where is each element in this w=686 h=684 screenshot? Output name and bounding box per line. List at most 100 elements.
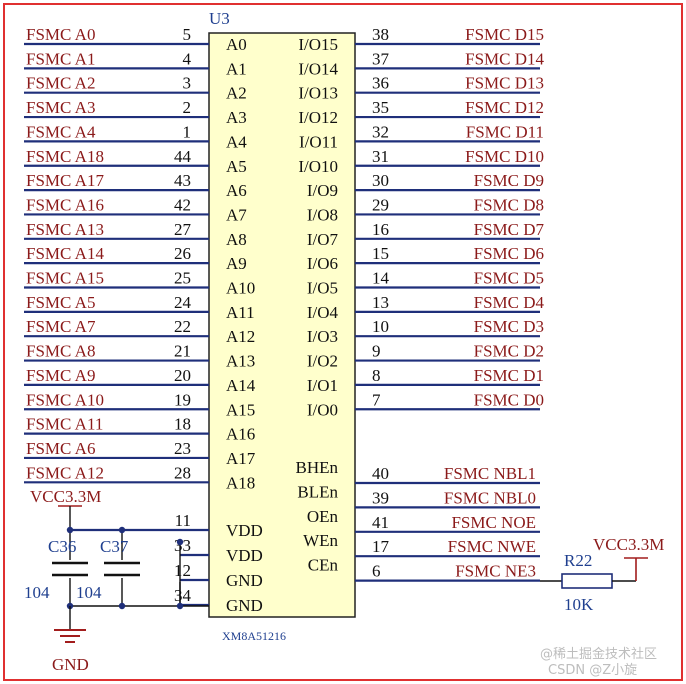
net-label: FSMC NBL1 [444, 464, 536, 483]
pin-number: 22 [174, 317, 191, 336]
pin-number: 32 [372, 122, 389, 141]
pin-name: BLEn [297, 482, 338, 501]
net-label: FSMC D1 [474, 366, 544, 385]
pin-name: A1 [226, 59, 247, 78]
pin-number: 5 [183, 25, 192, 44]
net-label: FSMC A6 [26, 439, 95, 458]
pin-name: WEn [303, 531, 338, 550]
net-label: FSMC NE3 [455, 562, 536, 581]
chip-body [208, 32, 356, 618]
pin-number: 27 [174, 220, 192, 239]
pin-name: A9 [226, 254, 247, 273]
pin-number: 23 [174, 439, 191, 458]
net-label: FSMC NBL0 [444, 488, 536, 507]
pin-name: A8 [226, 230, 247, 249]
pin-number: 44 [174, 147, 192, 166]
pin-number: 21 [174, 342, 191, 361]
pin-name: OEn [307, 507, 339, 526]
pin-number: 20 [174, 366, 191, 385]
junction-dot [176, 538, 184, 546]
net-label: FSMC A7 [26, 317, 96, 336]
net-label: FSMC D8 [474, 195, 544, 214]
pin-number: 4 [183, 49, 192, 68]
net-label: FSMC A3 [26, 98, 95, 117]
pin-number: 25 [174, 269, 191, 288]
net-label: FSMC D2 [474, 342, 544, 361]
pin-number: 19 [174, 390, 191, 409]
pin-number: 15 [372, 244, 389, 263]
c36-value: 104 [24, 583, 50, 602]
pin-name: A11 [226, 303, 255, 322]
net-label: FSMC A17 [26, 171, 104, 190]
pin-number: 12 [174, 561, 191, 580]
net-label: FSMC A2 [26, 74, 95, 93]
net-label: FSMC D6 [474, 244, 544, 263]
pin-name: A2 [226, 84, 247, 103]
pin-name: I/O4 [307, 303, 339, 322]
pin-name: A0 [226, 35, 247, 54]
net-label: FSMC D15 [465, 25, 544, 44]
net-label: FSMC D4 [474, 293, 545, 312]
pin-name: VDD [226, 546, 263, 565]
pin-number: 14 [372, 269, 390, 288]
pin-number: 36 [372, 74, 389, 93]
chip-designator: U3 [209, 9, 230, 28]
pin-name: A10 [226, 279, 255, 298]
pin-name: A3 [226, 108, 247, 127]
pin-name: I/O3 [307, 327, 338, 346]
net-label: FSMC D14 [465, 49, 544, 68]
chip-part-number: XM8A51216 [222, 629, 286, 643]
pin-number: 33 [174, 536, 191, 555]
pin-number: 9 [372, 342, 381, 361]
pin-name: I/O7 [307, 230, 339, 249]
net-label: FSMC D7 [474, 220, 545, 239]
pin-name: I/O11 [299, 132, 338, 151]
pin-name: I/O14 [298, 59, 338, 78]
decoupling-network: VCC3.3M C36 C37 104 104 GND [24, 487, 209, 674]
pin-name: A5 [226, 157, 247, 176]
c37-gap [112, 560, 134, 578]
pin-name: A7 [226, 205, 247, 224]
ce-pullup: VCC3.3M R22 10K [540, 535, 664, 614]
net-label: FSMC A16 [26, 195, 104, 214]
pin-name: I/O5 [307, 279, 338, 298]
pin-name: I/O8 [307, 205, 338, 224]
c37-ref: C37 [100, 537, 129, 556]
net-label: FSMC A12 [26, 463, 104, 482]
r22-body [561, 573, 613, 589]
pin-name: A18 [226, 473, 255, 492]
pin-name: I/O13 [298, 84, 338, 103]
sheet-border [3, 3, 683, 681]
pin-number: 39 [372, 488, 389, 507]
pin-name: A12 [226, 327, 255, 346]
pin-name: I/O1 [307, 376, 338, 395]
pin-name: I/O9 [307, 181, 338, 200]
pin-name: I/O6 [307, 254, 338, 273]
net-label: FSMC A15 [26, 269, 104, 288]
pin-number: 34 [174, 586, 192, 605]
pin-name: A6 [226, 181, 247, 200]
pin-name: GND [226, 571, 263, 590]
pin-number: 41 [372, 513, 389, 532]
net-label: FSMC A14 [26, 244, 104, 263]
c36-ref: C36 [48, 537, 76, 556]
net-label: FSMC A5 [26, 293, 95, 312]
pin-number: 38 [372, 25, 389, 44]
pin-number: 28 [174, 463, 191, 482]
net-label: FSMC A10 [26, 390, 104, 409]
r22-value: 10K [564, 595, 594, 614]
c36-gap [60, 560, 82, 578]
pin-name: I/O12 [298, 108, 338, 127]
net-label: FSMC D10 [465, 147, 544, 166]
pin-number: 30 [372, 171, 389, 190]
r22-rail-label: VCC3.3M [593, 535, 664, 554]
junction-dot [118, 602, 126, 610]
pin-name: VDD [226, 521, 263, 540]
net-label: FSMC A13 [26, 220, 104, 239]
pin-name: A4 [226, 132, 247, 151]
pin-number: 17 [372, 537, 390, 556]
pin-number: 1 [183, 122, 192, 141]
